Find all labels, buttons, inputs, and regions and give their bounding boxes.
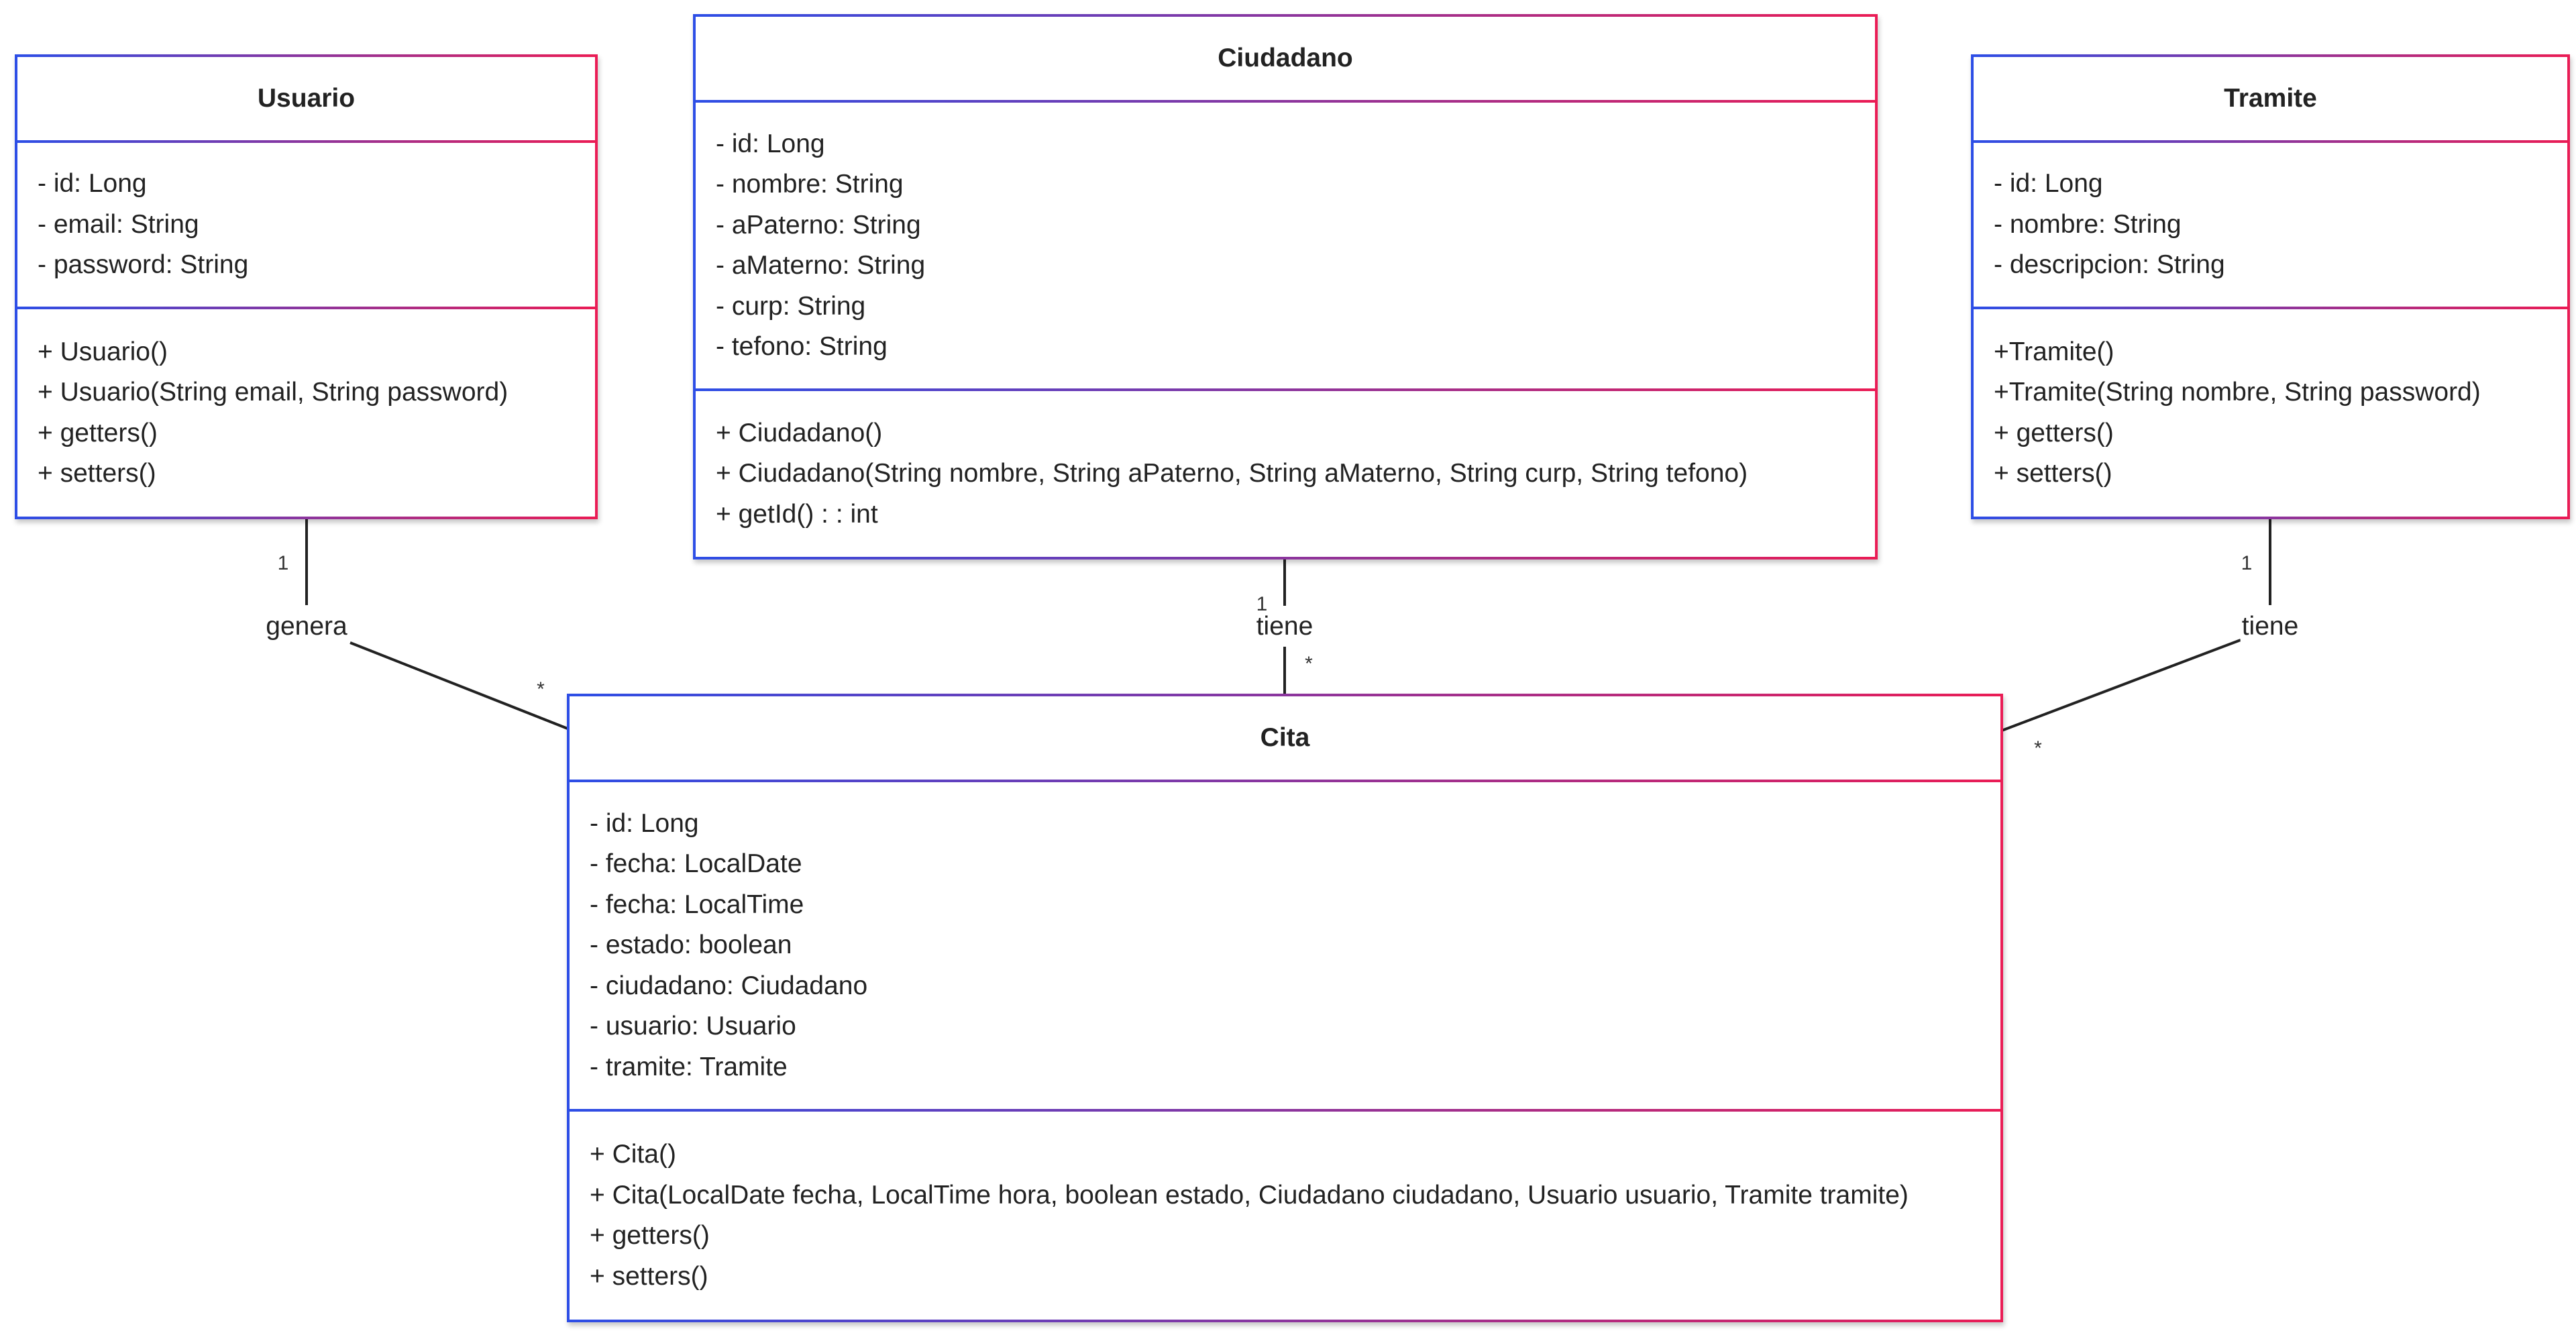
- attribute-row: - nombre: String: [1994, 209, 2182, 239]
- attribute-row: - id: Long: [1994, 169, 2103, 199]
- attribute-row: - curp: String: [716, 291, 866, 321]
- association-label-tiene-tramite: tiene: [2240, 612, 2300, 641]
- method-row: + getters(): [590, 1221, 710, 1250]
- class-usuario[interactable]: Usuario - id: Long - email: String - pas…: [15, 54, 598, 519]
- class-tramite-attributes: - id: Long - nombre: String - descripcio…: [1974, 143, 2567, 307]
- class-cita-methods: + Cita() + Cita(LocalDate fecha, LocalTi…: [570, 1112, 2000, 1320]
- class-tramite[interactable]: Tramite - id: Long - nombre: String - de…: [1971, 54, 2570, 519]
- attribute-row: - email: String: [38, 209, 199, 239]
- class-ciudadano[interactable]: Ciudadano - id: Long - nombre: String - …: [693, 14, 1878, 559]
- multiplicity-cita-ciudadano: *: [1305, 653, 1313, 675]
- attribute-row: - fecha: LocalDate: [590, 849, 802, 879]
- attribute-row: - descripcion: String: [1994, 250, 2225, 280]
- method-row: + setters(): [38, 459, 156, 488]
- attribute-row: - tefono: String: [716, 332, 888, 361]
- method-row: + Usuario(): [38, 337, 168, 366]
- class-cita-name: Cita: [1260, 723, 1310, 752]
- class-tramite-name: Tramite: [2224, 84, 2317, 113]
- method-row: + setters(): [590, 1261, 708, 1291]
- class-cita[interactable]: Cita - id: Long - fecha: LocalDate - fec…: [567, 694, 2003, 1322]
- multiplicity-cita-tramite: *: [2034, 737, 2042, 759]
- multiplicity-usuario: 1: [277, 552, 289, 574]
- class-usuario-name: Usuario: [257, 84, 356, 113]
- class-tramite-divider: [1974, 140, 2567, 143]
- attribute-row: - fecha: LocalTime: [590, 890, 804, 919]
- method-row: + Ciudadano(String nombre, String aPater…: [716, 459, 1748, 488]
- attribute-row: - nombre: String: [716, 170, 904, 199]
- class-ciudadano-divider: [696, 388, 1875, 391]
- class-cita-attributes: - id: Long - fecha: LocalDate - fecha: L…: [570, 782, 2000, 1109]
- method-row: + getId() : : int: [716, 499, 878, 529]
- attribute-row: - estado: boolean: [590, 930, 792, 960]
- attribute-row: - password: String: [38, 250, 249, 280]
- attribute-row: - id: Long: [38, 169, 147, 199]
- multiplicity-tramite: 1: [2241, 552, 2253, 574]
- method-row: + getters(): [1994, 418, 2114, 447]
- usuario-cita-link-line: [350, 641, 568, 730]
- method-row: + Ciudadano(): [716, 418, 883, 447]
- class-tramite-methods: +Tramite() +Tramite(String nombre, Strin…: [1974, 309, 2567, 517]
- multiplicity-cita-usuario: *: [537, 678, 545, 700]
- method-row: + setters(): [1994, 459, 2112, 488]
- attribute-row: - aMaterno: String: [716, 251, 926, 280]
- method-row: + getters(): [38, 418, 158, 447]
- class-cita-divider: [570, 780, 2000, 782]
- method-row: + Cita(LocalDate fecha, LocalTime hora, …: [590, 1180, 1909, 1210]
- method-row: + Cita(): [590, 1140, 676, 1169]
- class-ciudadano-divider: [696, 100, 1875, 103]
- attribute-row: - tramite: Tramite: [590, 1052, 788, 1081]
- association-label-tiene-ciudadano: tiene: [1254, 612, 1315, 641]
- attribute-row: - id: Long: [590, 808, 699, 838]
- class-usuario-divider: [17, 140, 595, 143]
- class-usuario-methods: + Usuario() + Usuario(String email, Stri…: [17, 309, 595, 517]
- association-label-genera: genera: [264, 612, 349, 641]
- method-row: + Usuario(String email, String password): [38, 378, 508, 407]
- class-ciudadano-attributes: - id: Long - nombre: String - aPaterno: …: [696, 103, 1875, 388]
- attribute-row: - ciudadano: Ciudadano: [590, 971, 868, 1000]
- class-ciudadano-methods: + Ciudadano() + Ciudadano(String nombre,…: [696, 391, 1875, 557]
- method-row: +Tramite(String nombre, String password): [1994, 378, 2481, 407]
- attribute-row: - id: Long: [716, 129, 825, 158]
- class-usuario-divider: [17, 307, 595, 309]
- tramite-cita-link-line: [2001, 639, 2241, 732]
- class-usuario-attributes: - id: Long - email: String - password: S…: [17, 143, 595, 307]
- multiplicity-ciudadano: 1: [1256, 593, 1268, 615]
- attribute-row: - aPaterno: String: [716, 210, 921, 239]
- class-ciudadano-name: Ciudadano: [1218, 44, 1353, 72]
- class-tramite-divider: [1974, 307, 2567, 309]
- class-cita-divider: [570, 1109, 2000, 1112]
- attribute-row: - usuario: Usuario: [590, 1012, 796, 1041]
- method-row: +Tramite(): [1994, 337, 2114, 366]
